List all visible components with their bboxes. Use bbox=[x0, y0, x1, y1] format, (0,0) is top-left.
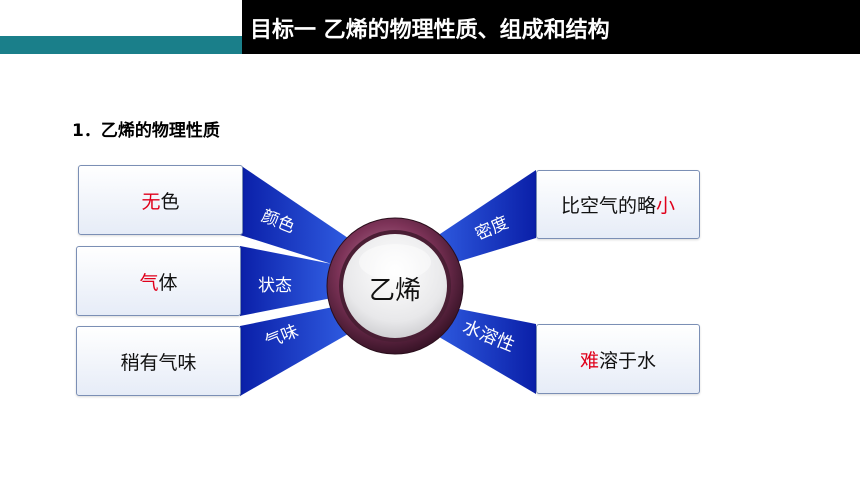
section-heading: 1．乙烯的物理性质 bbox=[72, 121, 220, 141]
card-density-text: 比空气的略 bbox=[560, 195, 656, 217]
card-density-highlight: 小 bbox=[656, 195, 676, 217]
slide-header: 目标一 乙烯的物理性质、组成和结构 bbox=[0, 0, 860, 54]
card-smell-text: 稍有气味 bbox=[120, 351, 197, 374]
card-solubility: 难溶于水 bbox=[536, 324, 700, 394]
ray-solubility bbox=[434, 306, 536, 394]
header-teal-bar bbox=[0, 36, 242, 54]
card-color-text: 色 bbox=[160, 190, 180, 213]
card-state: 气体 bbox=[76, 246, 241, 316]
card-solubility-highlight: 难 bbox=[579, 349, 599, 372]
center-label: 乙烯 bbox=[368, 275, 421, 306]
header-black-bar bbox=[242, 0, 860, 54]
card-color-highlight: 无 bbox=[141, 190, 161, 213]
card-smell: 稍有气味 bbox=[76, 326, 241, 396]
ray-color bbox=[240, 165, 348, 266]
hub-highlight bbox=[359, 244, 431, 280]
hub-inner bbox=[343, 234, 447, 338]
card-solubility-text: 溶于水 bbox=[599, 349, 657, 372]
ray-state bbox=[240, 246, 332, 316]
card-color: 无色 bbox=[78, 165, 243, 235]
slide-title: 目标一 乙烯的物理性质、组成和结构 bbox=[250, 18, 610, 43]
card-density: 比空气的略小 bbox=[536, 170, 700, 239]
card-state-highlight: 气 bbox=[139, 271, 159, 294]
card-state-text: 体 bbox=[158, 271, 178, 294]
ray-density bbox=[434, 170, 536, 266]
ray-label-state: 状态 bbox=[258, 276, 292, 296]
ray-smell bbox=[240, 306, 348, 396]
